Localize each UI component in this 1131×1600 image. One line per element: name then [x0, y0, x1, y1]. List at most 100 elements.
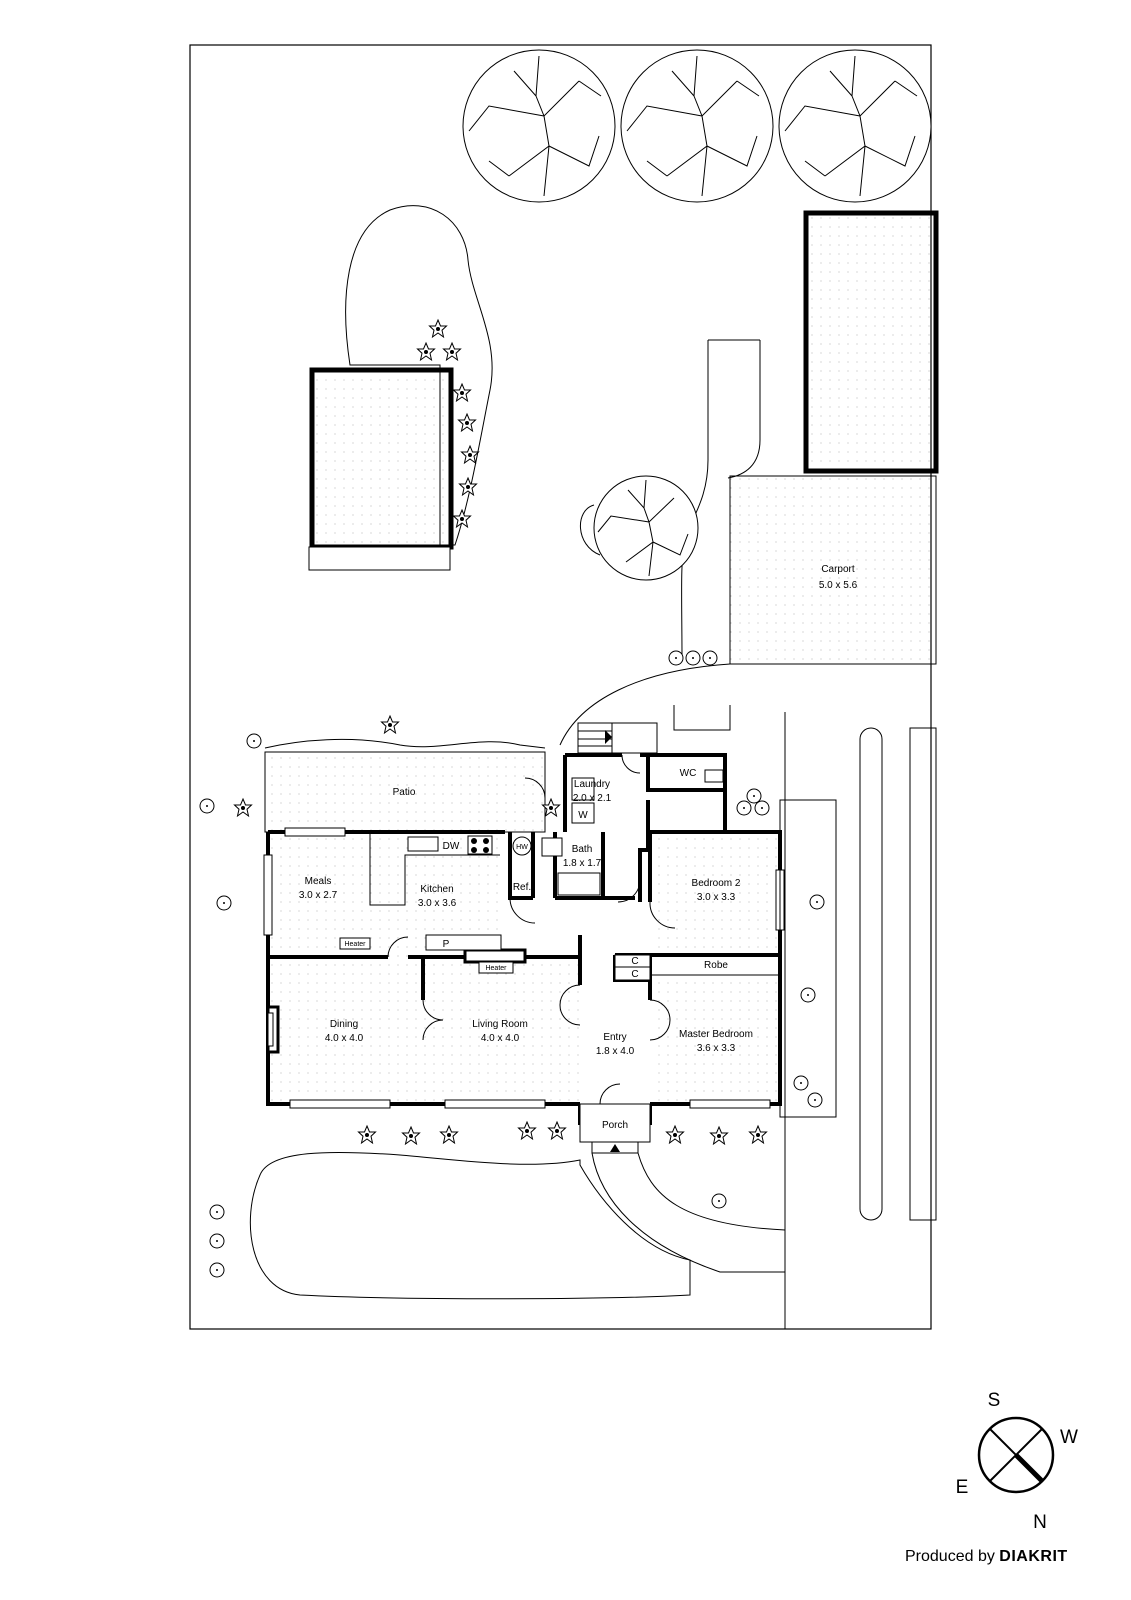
patio-garden-edge — [264, 738, 546, 749]
kitchen-size: 3.0 x 3.6 — [418, 898, 457, 909]
shrub-icon — [246, 733, 262, 749]
floor-living — [423, 957, 580, 1104]
compass-south: S — [988, 1390, 1001, 1411]
shrub-icon — [711, 1193, 727, 1209]
bath-basin — [541, 837, 563, 857]
robe-label: Robe — [704, 960, 728, 971]
kitchen-label: Kitchen — [420, 884, 453, 895]
washer-space — [571, 802, 595, 824]
floor-master — [652, 975, 780, 1104]
shrub-icon — [746, 788, 762, 804]
path-loop — [580, 504, 601, 556]
laundry-label: Laundry — [574, 779, 610, 790]
toilet — [704, 769, 724, 783]
flower-icon — [440, 1125, 458, 1144]
meals-label: Meals — [305, 876, 332, 887]
master-size: 3.6 x 3.3 — [697, 1043, 736, 1054]
patio-label: Patio — [393, 787, 416, 798]
cupboard-label-1: C — [631, 956, 638, 967]
porch-label: Porch — [602, 1120, 628, 1131]
compass-west: W — [1060, 1427, 1078, 1448]
meals-heater — [339, 937, 371, 950]
flower-icon — [710, 1126, 728, 1145]
living-heater-label: Heater — [485, 965, 507, 972]
meals-size: 3.0 x 2.7 — [299, 890, 338, 901]
pantry-bench — [425, 934, 502, 951]
shrub-icon — [800, 987, 816, 1003]
cupboard-label-2: C — [631, 969, 638, 980]
front-garden-bed — [249, 1151, 691, 1300]
shrub-icon — [809, 894, 825, 910]
compass-north: N — [1033, 1512, 1047, 1533]
shrub-icon — [754, 800, 770, 816]
flower-icon — [417, 342, 435, 361]
shrub-icon — [736, 800, 752, 816]
driveway-strip-2 — [909, 727, 937, 1221]
flower-icon — [358, 1125, 376, 1144]
shrub-icon — [209, 1233, 225, 1249]
carport-size: 5.0 x 5.6 — [819, 580, 858, 591]
shrub-icon — [199, 798, 215, 814]
bedroom2-size: 3.0 x 3.3 — [697, 892, 736, 903]
dining-size: 4.0 x 4.0 — [325, 1033, 364, 1044]
washer-label: W — [578, 810, 588, 821]
master-label: Master Bedroom — [679, 1029, 753, 1040]
bathtub — [557, 872, 601, 896]
shrub-icon — [685, 650, 701, 666]
flower-icon — [458, 413, 476, 432]
shrub-icon — [216, 895, 232, 911]
entry-arrow-icon — [605, 730, 612, 744]
property-boundary — [189, 44, 932, 1330]
flower-icon — [381, 715, 399, 734]
garden-bed-upper — [345, 205, 493, 546]
wc-label: WC — [680, 768, 697, 779]
living-heater — [478, 961, 514, 974]
hot-water-unit — [512, 836, 532, 856]
flower-icon — [548, 1121, 566, 1140]
tree-middle — [593, 475, 699, 581]
bath-label: Bath — [572, 844, 593, 855]
flower-icon — [666, 1125, 684, 1144]
compass: S W E N — [956, 1390, 1078, 1533]
tree-top-1 — [462, 49, 616, 203]
shed-right — [803, 210, 939, 474]
shrub-icon — [807, 1092, 823, 1108]
pantry-label: P — [443, 939, 450, 950]
shrub-icon — [702, 650, 718, 666]
shed-left — [309, 367, 454, 550]
floor-dining — [268, 957, 423, 1104]
shed-left-step — [308, 546, 451, 571]
flower-icon — [453, 509, 471, 528]
carport — [729, 475, 937, 665]
floor-bedroom2 — [652, 832, 780, 955]
laundry-trough — [571, 777, 595, 801]
front-path-curve — [591, 1152, 786, 1273]
flower-icon — [459, 477, 477, 496]
entry-label: Entry — [603, 1032, 626, 1043]
flower-icon — [749, 1125, 767, 1144]
shrub-icon — [668, 650, 684, 666]
living-size: 4.0 x 4.0 — [481, 1033, 520, 1044]
flower-icon — [234, 798, 252, 817]
shrub-icon — [793, 1075, 809, 1091]
credit-brand: DIAKRIT — [999, 1548, 1068, 1565]
credit-prefix: Produced by — [905, 1548, 995, 1565]
rear-garden-edge — [673, 705, 786, 800]
hot-water-label: HW — [516, 844, 528, 851]
flower-icon — [429, 319, 447, 338]
entry-size: 1.8 x 4.0 — [596, 1046, 635, 1057]
flower-icon — [453, 383, 471, 402]
dishwasher-label: DW — [443, 841, 460, 852]
kitchen-bench — [369, 832, 500, 906]
dining-label: Dining — [330, 1019, 358, 1030]
door-swings — [387, 754, 676, 1105]
tree-top-3 — [778, 49, 932, 203]
back-landing — [611, 722, 658, 754]
porch — [579, 1103, 651, 1143]
garden-edge-curve — [559, 663, 936, 746]
flower-icon — [443, 342, 461, 361]
tree-top-2 — [620, 49, 774, 203]
kitchen-sink — [407, 836, 439, 852]
side-garden — [779, 799, 837, 1118]
